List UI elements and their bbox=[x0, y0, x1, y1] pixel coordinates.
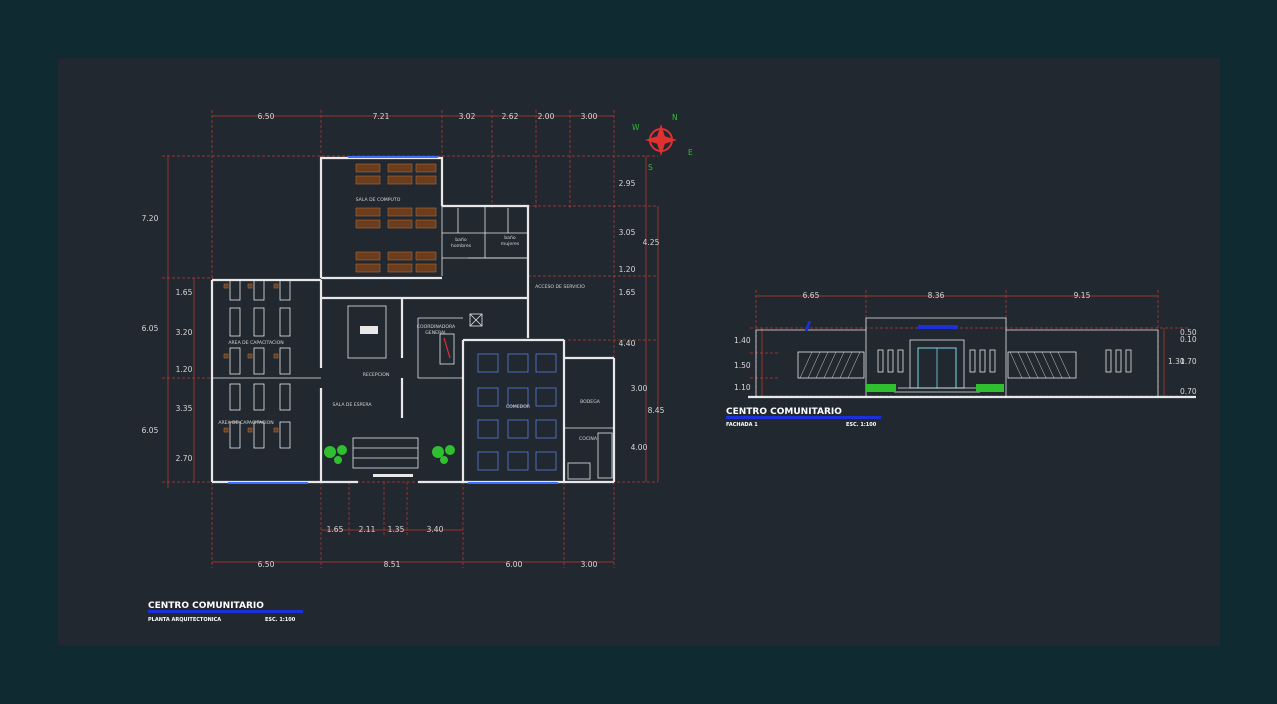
plan-walls bbox=[210, 156, 616, 484]
computo-furniture bbox=[355, 163, 437, 273]
dining-tables bbox=[477, 353, 557, 471]
top-dimension-ticks bbox=[211, 110, 615, 358]
elevation-right-dim-5: 0.70 bbox=[1180, 387, 1197, 396]
north-compass-icon: N E S W bbox=[632, 113, 693, 172]
bottom-dim-2: 8.51 bbox=[384, 560, 401, 569]
elevation-subtitle: FACHADA 1 bbox=[726, 422, 758, 428]
bottom-sub-dim-4: 3.40 bbox=[427, 525, 444, 534]
top-dim-3: 3.02 bbox=[459, 112, 476, 121]
left-outer-dim-1: 7.20 bbox=[142, 214, 159, 223]
drawing-canvas: 6.50 7.21 3.02 2.62 2.00 3.00 7.20 6.05 … bbox=[58, 58, 1220, 646]
right-outer-dim-2: 8.45 bbox=[648, 406, 665, 415]
elevation-top-dim-3: 9.15 bbox=[1074, 291, 1091, 300]
room-label-comedor: COMEDOR bbox=[506, 404, 531, 410]
room-label-coordinadora-1: COORDINADORA bbox=[417, 324, 456, 330]
left-inner-dim-3: 1.20 bbox=[176, 365, 193, 374]
room-label-bano-hombres-2: hombres bbox=[451, 243, 472, 249]
compass-w: W bbox=[632, 123, 640, 132]
plan-title-underline bbox=[148, 610, 303, 613]
elevation-left-dim-3: 1.10 bbox=[734, 383, 751, 392]
room-label-cocina: COCINA bbox=[579, 436, 598, 442]
elevation-dimension-ticks bbox=[750, 290, 1188, 398]
room-label-capacitacion-2: AREA DE CAPACITACION bbox=[218, 420, 273, 426]
room-label-bano-hombres-1: baño bbox=[455, 237, 467, 243]
left-inner-dim-1: 1.65 bbox=[176, 288, 193, 297]
right-inner-dim-6: 3.00 bbox=[631, 384, 648, 393]
bottom-sub-dim-2: 2.11 bbox=[359, 525, 376, 534]
left-outer-dim-3: 6.05 bbox=[142, 426, 159, 435]
room-label-acceso: ACCESO DE SERVICIO bbox=[535, 284, 585, 290]
coordinator-desk bbox=[439, 333, 455, 365]
right-inner-dim-2: 3.05 bbox=[619, 228, 636, 237]
room-label-capacitacion-1: AREA DE CAPACITACION bbox=[228, 340, 283, 346]
elevation-right-dim-4: 1.70 bbox=[1180, 357, 1197, 366]
bottom-dim-1: 6.50 bbox=[258, 560, 275, 569]
room-label-coordinadora-2: GENERAL bbox=[425, 330, 447, 336]
bottom-dim-3: 6.00 bbox=[506, 560, 523, 569]
floor-plan: 6.50 7.21 3.02 2.62 2.00 3.00 7.20 6.05 … bbox=[142, 110, 693, 623]
training-desks bbox=[223, 279, 291, 449]
entrance-plants bbox=[324, 445, 455, 464]
compass-n: N bbox=[672, 113, 678, 122]
elevation-right-dim-2: 0.10 bbox=[1180, 335, 1197, 344]
elevation-title-underline bbox=[726, 416, 881, 419]
room-label-bano-mujeres-2: mujeres bbox=[501, 241, 520, 247]
right-dimension-ticks bbox=[528, 205, 658, 341]
left-inner-dim-5: 2.70 bbox=[176, 454, 193, 463]
top-dim-6: 3.00 bbox=[581, 112, 598, 121]
room-label-computo: SALA DE COMPUTO bbox=[356, 197, 401, 203]
room-label-espera: SALA DE ESPERA bbox=[333, 402, 373, 408]
shaft-box bbox=[469, 313, 483, 327]
elevation: 6.65 8.36 9.15 1.40 1.50 1.10 0.50 0.10 … bbox=[726, 290, 1197, 428]
left-outer-dim-2: 6.05 bbox=[142, 324, 159, 333]
compass-s: S bbox=[648, 163, 653, 172]
right-inner-dim-7: 4.00 bbox=[631, 443, 648, 452]
elevation-title: CENTRO COMUNITARIO bbox=[726, 407, 842, 417]
elevation-left-dim-1: 1.40 bbox=[734, 336, 751, 345]
room-label-bodega: BODEGA bbox=[580, 399, 601, 405]
top-dim-4: 2.62 bbox=[502, 112, 519, 121]
room-label-bano-mujeres-1: baño bbox=[504, 235, 516, 241]
right-inner-dim-3: 1.20 bbox=[619, 265, 636, 274]
cad-drawing: 6.50 7.21 3.02 2.62 2.00 3.00 7.20 6.05 … bbox=[142, 110, 1197, 623]
bottom-dimension-ticks bbox=[211, 482, 615, 568]
elevation-top-dim-2: 8.36 bbox=[928, 291, 945, 300]
bottom-sub-dim-1: 1.65 bbox=[327, 525, 344, 534]
bottom-dim-4: 3.00 bbox=[581, 560, 598, 569]
elevation-top-dim-1: 6.65 bbox=[803, 291, 820, 300]
room-label-recepcion: RECEPCION bbox=[363, 372, 390, 378]
bottom-sub-dim-3: 1.35 bbox=[388, 525, 405, 534]
right-outer-dim-1: 4.25 bbox=[643, 238, 660, 247]
elevation-right-dim-3: 1.30 bbox=[1168, 357, 1185, 366]
plan-subtitle: PLANTA ARQUITECTONICA bbox=[148, 617, 221, 623]
top-dim-5: 2.00 bbox=[538, 112, 555, 121]
compass-e: E bbox=[688, 148, 693, 157]
right-inner-dim-5: 4.40 bbox=[619, 339, 636, 348]
plan-scale: ESC. 1:100 bbox=[265, 617, 296, 623]
plan-title: CENTRO COMUNITARIO bbox=[148, 601, 264, 611]
top-dim-2: 7.21 bbox=[373, 112, 390, 121]
left-inner-dim-2: 3.20 bbox=[176, 328, 193, 337]
top-dim-1: 6.50 bbox=[258, 112, 275, 121]
left-inner-dim-4: 3.35 bbox=[176, 404, 193, 413]
right-inner-dim-1: 2.95 bbox=[619, 179, 636, 188]
left-dimension-ticks bbox=[162, 155, 658, 483]
right-inner-dim-4: 1.65 bbox=[619, 288, 636, 297]
elevation-right-dim-1: 0.50 bbox=[1180, 328, 1197, 337]
elevation-left-dim-2: 1.50 bbox=[734, 361, 751, 370]
facade bbox=[748, 317, 1196, 399]
elevation-scale: ESC. 1:100 bbox=[846, 422, 877, 428]
